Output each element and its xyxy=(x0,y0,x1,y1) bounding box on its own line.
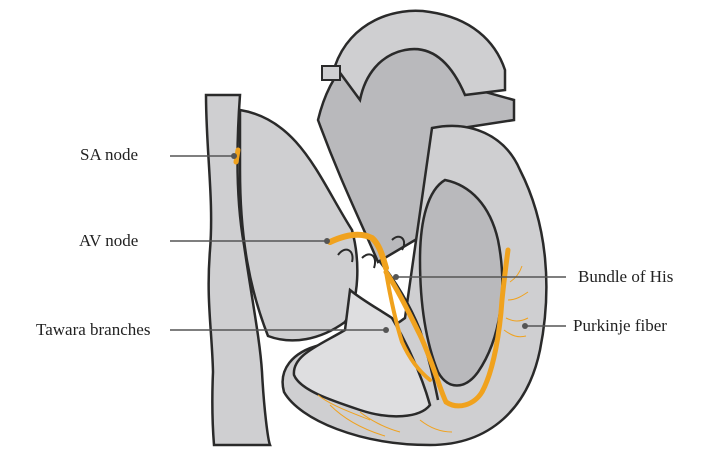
av-node-label: AV node xyxy=(79,231,138,251)
sa-node-dot xyxy=(231,153,237,159)
purkinje-dot xyxy=(522,323,528,329)
tawara-branches-label: Tawara branches xyxy=(36,320,150,340)
sa-node-label: SA node xyxy=(80,145,138,165)
purkinje-fiber-label: Purkinje fiber xyxy=(573,316,667,336)
bundle-of-his-label: Bundle of His xyxy=(578,267,673,287)
aortic-branch xyxy=(322,66,340,80)
av-node-dot xyxy=(324,238,330,244)
tawara-dot xyxy=(383,327,389,333)
his-dot xyxy=(393,274,399,280)
